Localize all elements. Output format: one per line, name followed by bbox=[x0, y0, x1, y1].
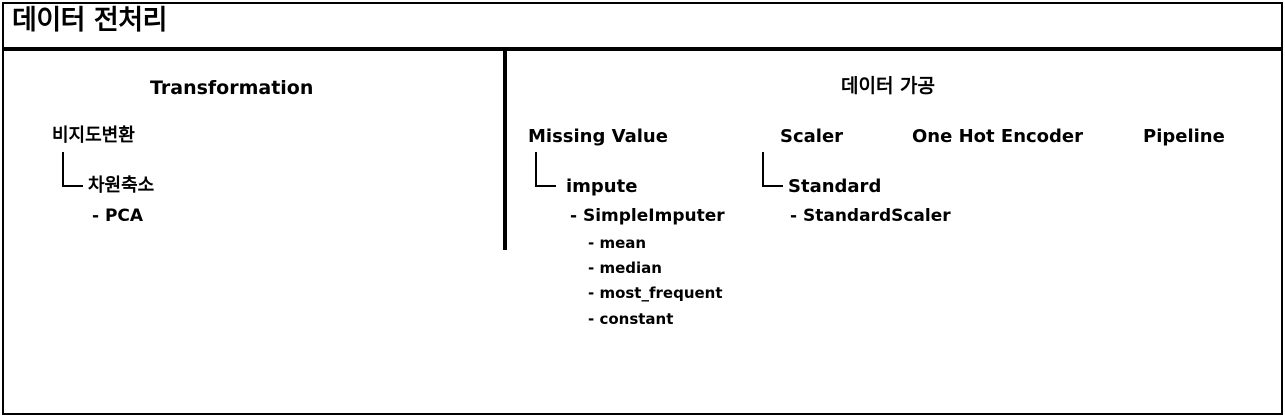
tree-node-impute-strategy-median: - median bbox=[588, 259, 662, 277]
column-heading-one-hot-encoder: One Hot Encoder bbox=[912, 126, 1084, 147]
tree-node-impute-strategy-most-frequent: - most_frequent bbox=[588, 284, 723, 302]
tree-node-dimensionality-reduction: 차원축소 bbox=[88, 175, 155, 196]
tree-elbow-icon-left-dimensionality bbox=[62, 152, 83, 187]
title-separator-rule bbox=[4, 47, 1281, 51]
page-title: 데이터 전처리 bbox=[12, 5, 167, 36]
tree-node-unsupervised-transform: 비지도변환 bbox=[52, 125, 135, 146]
tree-node-impute-strategy-mean: - mean bbox=[588, 234, 647, 252]
tree-node-standard: Standard bbox=[788, 176, 882, 197]
column-heading-scaler: Scaler bbox=[780, 126, 844, 147]
tree-elbow-icon-standard bbox=[762, 152, 783, 187]
tree-node-pca: - PCA bbox=[92, 206, 144, 226]
tree-node-impute-strategy-constant: - constant bbox=[588, 310, 674, 328]
right-panel-heading: 데이터 가공 bbox=[841, 75, 936, 97]
column-heading-missing-value: Missing Value bbox=[528, 126, 668, 147]
tree-elbow-icon-impute bbox=[535, 152, 556, 187]
tree-node-impute: impute bbox=[566, 176, 638, 197]
panel-vertical-divider bbox=[503, 51, 507, 250]
column-heading-pipeline: Pipeline bbox=[1143, 126, 1225, 147]
tree-node-simple-imputer: - SimpleImputer bbox=[570, 206, 725, 226]
tree-node-standard-scaler: - StandardScaler bbox=[790, 206, 951, 226]
left-panel-heading: Transformation bbox=[150, 77, 314, 99]
